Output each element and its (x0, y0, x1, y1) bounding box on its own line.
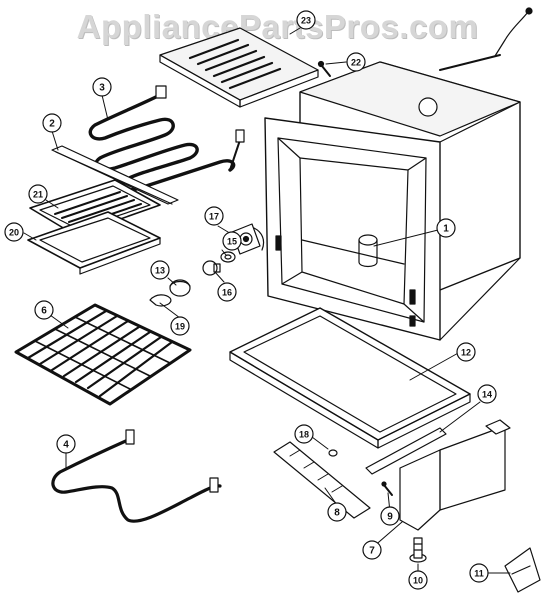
callout-23: 23 (296, 10, 316, 30)
screw-drawing (381, 481, 393, 496)
callout-number: 7 (369, 546, 375, 557)
leveling-leg-drawing (409, 537, 427, 563)
callout-10: 10 (408, 570, 428, 590)
callout-number: 19 (175, 322, 185, 332)
callout-circle (34, 300, 54, 320)
callout-22: 22 (346, 52, 366, 72)
callout-15: 15 (222, 231, 242, 251)
callout-number: 18 (299, 430, 309, 440)
callout-number: 10 (413, 576, 423, 586)
oven-bottom-drawing (229, 307, 471, 449)
callout-20: 20 (4, 222, 24, 242)
callout-number: 3 (99, 83, 105, 94)
lamp-socket-drawing (220, 251, 236, 263)
callout-12: 12 (456, 342, 476, 362)
callout-circle (469, 563, 489, 583)
broil-element-terminals (155, 85, 245, 143)
callout-9: 9 (380, 506, 400, 526)
anti-tip-bracket-drawing (504, 547, 541, 593)
callout-number: 1 (443, 224, 449, 235)
callout-number: 6 (41, 306, 47, 317)
callout-circle (456, 342, 476, 362)
callout-number: 22 (351, 58, 361, 68)
sensor-screw-drawing (317, 60, 331, 77)
bake-element-terminals (125, 429, 219, 493)
oven-cavity-drawing (264, 61, 521, 341)
callout-circle (204, 206, 224, 226)
callout-number: 9 (387, 512, 393, 523)
screw-small-drawing (328, 449, 338, 457)
heat-deflector-drawing (159, 27, 319, 108)
drawer-rail-drawing (365, 427, 447, 475)
callout-circle (42, 113, 62, 133)
callout-18: 18 (294, 424, 314, 444)
callout-circle (380, 506, 400, 526)
callout-number: 17 (209, 212, 219, 222)
callout-circle (294, 424, 314, 444)
callout-number: 23 (301, 16, 311, 26)
drawer-slide-bracket-drawing (399, 419, 511, 531)
leader-lines (23, 27, 511, 579)
element-bracket-drawing (51, 145, 179, 205)
callout-circle (4, 222, 24, 242)
callout-4: 4 (56, 434, 76, 454)
callout-17: 17 (204, 206, 224, 226)
callout-circle (436, 218, 456, 238)
bake-element-drawing (51, 438, 222, 523)
callout-number: 4 (63, 440, 69, 451)
callout-21: 21 (28, 184, 48, 204)
oven-rack-drawing (14, 303, 192, 406)
callout-number: 21 (33, 190, 43, 200)
watermark: AppliancePartsPros.com (76, 8, 479, 45)
light-bulb-drawing (202, 260, 221, 276)
callout-number: 2 (49, 119, 55, 130)
callout-number: 11 (474, 569, 484, 579)
callout-circle (150, 260, 170, 280)
callout-14: 14 (477, 384, 497, 404)
callout-circle (170, 316, 190, 336)
callout-circle (477, 384, 497, 404)
callout-circle (56, 434, 76, 454)
callout-circle (28, 184, 48, 204)
callout-number: 20 (9, 228, 19, 238)
callout-circle (296, 10, 316, 30)
callout-circle (222, 231, 242, 251)
callout-circle (217, 282, 237, 302)
callout-circle (346, 52, 366, 72)
callout-8: 8 (327, 502, 347, 522)
callout-number: 14 (482, 390, 492, 400)
callout-circle (327, 502, 347, 522)
lens-gasket-drawing (149, 294, 172, 307)
callout-16: 16 (217, 282, 237, 302)
callout-number: 12 (461, 348, 471, 358)
drawer-front-support-drawing (273, 441, 371, 519)
callout-number: 8 (334, 508, 340, 519)
callout-circle (92, 77, 112, 97)
callout-number: 16 (222, 288, 232, 298)
broiler-pan-drawing (27, 211, 161, 275)
callout-19: 19 (170, 316, 190, 336)
callout-7: 7 (362, 540, 382, 560)
callout-13: 13 (150, 260, 170, 280)
callout-1: 1 (436, 218, 456, 238)
callout-6: 6 (34, 300, 54, 320)
callout-circle (408, 570, 428, 590)
callout-circle (362, 540, 382, 560)
callout-11: 11 (469, 563, 489, 583)
callout-number: 13 (155, 266, 165, 276)
callout-number: 15 (227, 237, 237, 247)
callout-3: 3 (92, 77, 112, 97)
wire-probe-drawing (439, 7, 533, 71)
callout-2: 2 (42, 113, 62, 133)
